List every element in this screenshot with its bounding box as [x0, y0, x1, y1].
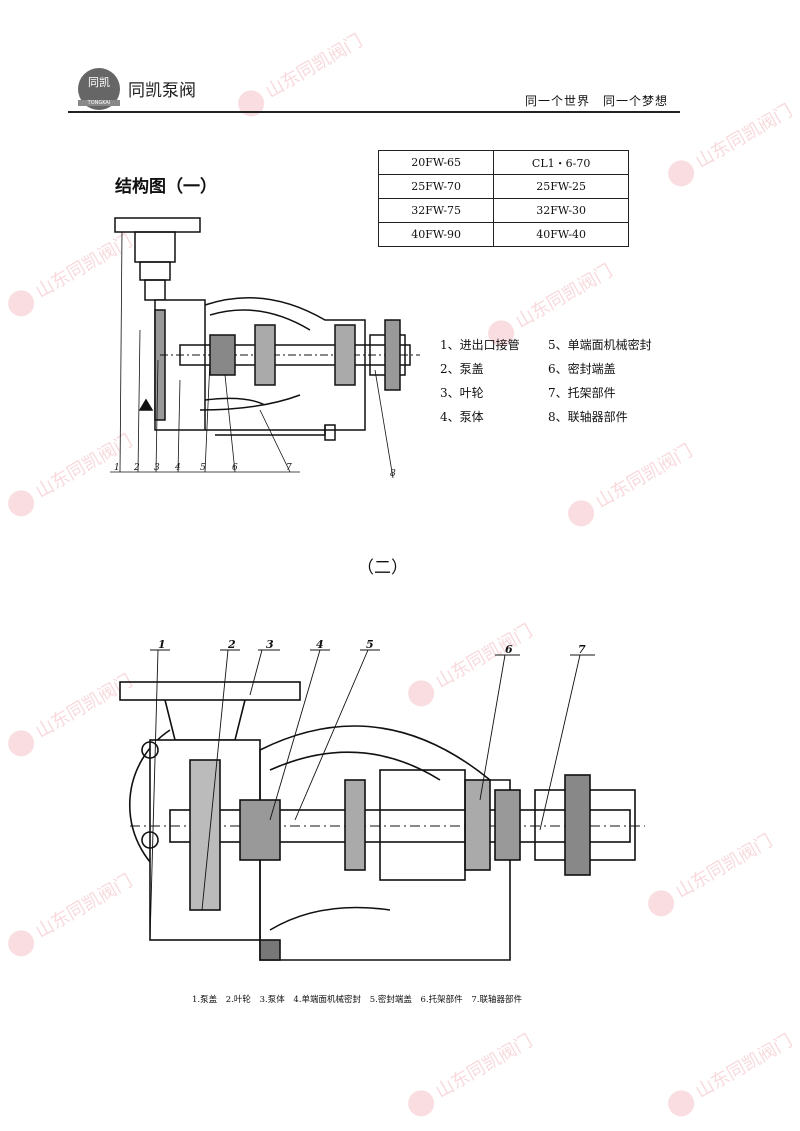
- callout-5: 5: [366, 640, 374, 651]
- section-2-title: （二）: [357, 558, 408, 578]
- watermark: 山东同凯阀门: [232, 27, 367, 121]
- legend-item-2: 2、泵盖: [440, 362, 484, 376]
- slogan: 同一个世界 同一个梦想: [524, 94, 668, 108]
- table-cell: 25FW-25: [493, 174, 629, 199]
- watermark: 山东同凯阀门: [662, 97, 797, 191]
- callout-5: 5: [200, 463, 206, 473]
- callout-6: 6: [505, 643, 513, 656]
- callout-2: 2: [227, 640, 236, 651]
- section-1-title: 结构图（一）: [115, 177, 217, 197]
- header-divider: [68, 111, 680, 113]
- table-cell: 32FW-30: [493, 198, 629, 223]
- legend-item-5: 5、单端面机械密封: [548, 338, 652, 352]
- callout-7: 7: [578, 643, 586, 656]
- watermark: 山东同凯阀门: [642, 827, 777, 921]
- legend-item-6: 6、密封端盖: [548, 362, 616, 376]
- callout-2: 2: [133, 463, 140, 473]
- legend-item-7: 7、托架部件: [548, 386, 616, 400]
- callout-1: 1: [114, 463, 120, 473]
- legend-item-1: 1、进出口接管: [440, 338, 520, 352]
- watermark: 山东同凯阀门: [402, 1027, 537, 1121]
- pump-drawing-1: 1 2 3 4 5 6 7 8: [110, 217, 420, 479]
- table-cell: 25FW-70: [377, 174, 495, 199]
- brand-name: 同凯泵阀: [128, 81, 196, 101]
- callout-3: 3: [266, 640, 274, 651]
- legend-item-4: 4、泵体: [440, 410, 484, 424]
- table-cell: 20FW-65: [377, 150, 495, 175]
- callout-3: 3: [154, 463, 160, 473]
- legend-item-3: 3、叶轮: [440, 386, 484, 400]
- callout-4: 4: [174, 463, 181, 473]
- watermark: 山东同凯阀门: [562, 437, 697, 531]
- table-cell: 32FW-75: [377, 198, 495, 223]
- callout-7: 7: [286, 463, 292, 473]
- table-cell: 40FW-40: [493, 222, 629, 247]
- callout-8: 8: [390, 469, 396, 479]
- table-cell: 40FW-90: [377, 222, 495, 247]
- callout-6: 6: [232, 463, 238, 473]
- callout-4: 4: [316, 640, 324, 651]
- pump-drawing-2: 1 2 3 4 5 6 7: [119, 640, 645, 961]
- watermark: 山东同凯阀门: [662, 1027, 797, 1121]
- figure-caption: 1.泵盖 2.叶轮 3.泵体 4.单端面机械密封 5.密封端盖 6.托架部件 7…: [192, 995, 522, 1005]
- table-cell: CL1・6-70: [493, 150, 629, 175]
- callout-1: 1: [158, 640, 166, 651]
- legend-item-8: 8、联轴器部件: [548, 410, 628, 424]
